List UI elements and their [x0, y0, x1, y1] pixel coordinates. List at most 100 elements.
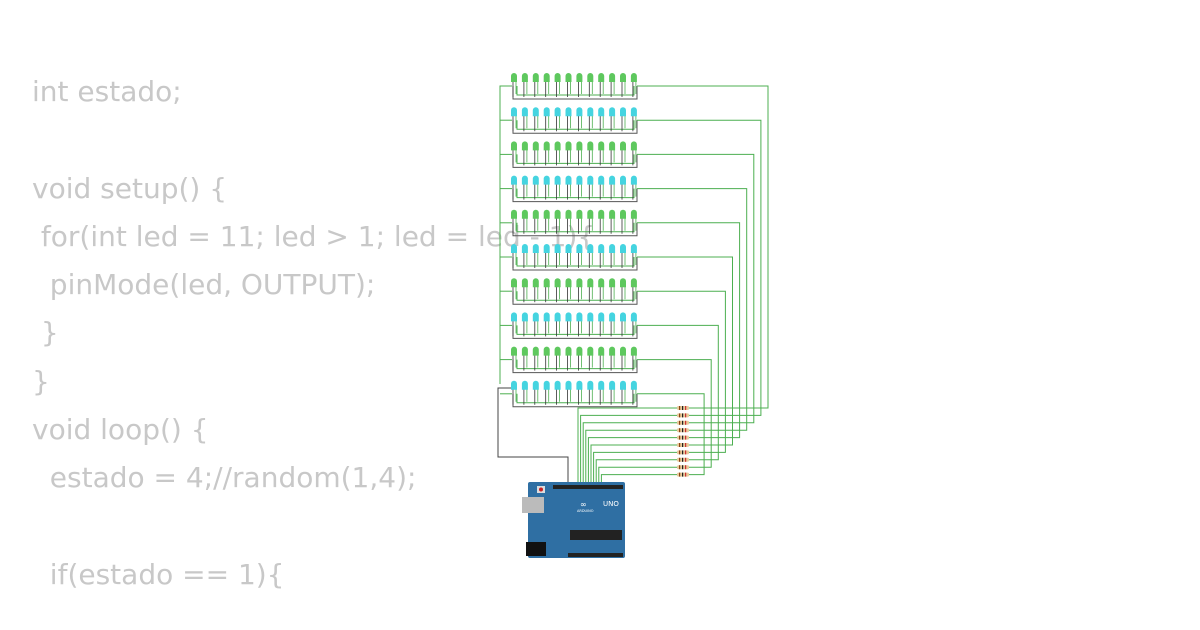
gnd-wire	[497, 387, 569, 485]
led-icon	[532, 175, 539, 185]
led-icon	[630, 278, 637, 288]
led-icon	[565, 141, 572, 151]
led-icon	[620, 107, 626, 117]
led-icon	[576, 175, 583, 185]
led-icon	[532, 346, 539, 356]
resistor-band	[682, 420, 684, 425]
led-icon	[532, 209, 539, 219]
wire	[577, 407, 677, 485]
wire	[516, 154, 635, 164]
led-icon	[620, 209, 626, 219]
led-icon	[620, 380, 626, 390]
led-icon	[543, 141, 550, 151]
resistor-band	[685, 406, 687, 410]
led-icon	[521, 73, 528, 82]
led-icon	[543, 312, 550, 322]
resistor-band	[679, 472, 681, 477]
wire	[499, 85, 512, 384]
led-icon	[630, 346, 637, 356]
led-icon	[587, 278, 594, 288]
led-icon	[532, 278, 539, 288]
resistor-band	[685, 428, 687, 433]
wire	[637, 85, 769, 409]
led-row	[500, 380, 705, 485]
board-label: UNO	[603, 500, 619, 508]
led-icon	[532, 312, 539, 322]
led-icon	[554, 209, 561, 219]
led-row	[500, 312, 719, 485]
led-icon	[521, 209, 528, 219]
wire	[595, 459, 677, 485]
wire	[512, 86, 638, 100]
resistor-band	[682, 435, 684, 440]
wire	[512, 325, 638, 339]
led-icon	[630, 244, 637, 253]
led-icon	[511, 175, 517, 185]
led-icon	[532, 107, 539, 117]
code-line: estado = 4;//random(1,4);	[32, 461, 417, 495]
led-row	[500, 346, 712, 485]
resistor-band	[682, 413, 684, 418]
led-icon	[576, 380, 583, 390]
led-icon	[521, 380, 528, 390]
resistor-band	[679, 443, 681, 447]
wire	[512, 359, 638, 374]
resistor-band	[679, 428, 681, 433]
code-line: int estado;	[32, 75, 182, 108]
led-icon	[587, 141, 594, 151]
led-icon	[576, 278, 583, 288]
led-icon	[565, 346, 572, 356]
led-icon	[576, 312, 583, 322]
led-icon	[598, 312, 605, 322]
power-jack-icon	[526, 542, 546, 556]
led-icon	[532, 244, 539, 253]
led-icon	[576, 244, 583, 253]
led-icon	[511, 312, 517, 322]
led-icon	[587, 107, 594, 117]
resistor-band	[685, 443, 687, 447]
led-icon	[620, 175, 626, 185]
led-row	[500, 278, 726, 485]
resistor-band	[685, 450, 687, 455]
led-icon	[587, 244, 594, 253]
led-row	[500, 244, 733, 485]
led-icon	[630, 107, 637, 117]
code-line: pinMode(led, OUTPUT);	[32, 268, 376, 302]
led-icon	[554, 244, 561, 253]
wire	[637, 222, 741, 439]
wire	[637, 119, 762, 416]
led-icon	[598, 380, 605, 390]
wire	[637, 324, 719, 461]
led-icon	[598, 278, 605, 288]
wire	[516, 291, 635, 301]
resistor-band	[679, 435, 681, 440]
led-icon	[609, 380, 616, 390]
led-icon	[620, 346, 626, 356]
wire	[582, 422, 677, 485]
wire	[637, 153, 755, 424]
led-icon	[543, 175, 550, 185]
wire	[637, 359, 712, 468]
resistor-band	[679, 413, 681, 418]
led-icon	[609, 107, 616, 117]
reset-button-icon	[539, 487, 543, 492]
led-icon	[554, 380, 561, 390]
led-icon	[521, 346, 528, 356]
code-line: if(estado == 1){	[32, 557, 285, 591]
led-icon	[576, 209, 583, 219]
led-icon	[598, 107, 605, 117]
led-icon	[630, 312, 637, 322]
resistor-band	[679, 457, 681, 462]
resistor-band	[679, 450, 681, 455]
resistor-band	[685, 465, 687, 470]
led-icon	[620, 73, 626, 82]
wire	[516, 257, 635, 267]
led-icon	[565, 244, 572, 253]
led-icon	[554, 346, 561, 356]
usb-port-icon	[522, 497, 544, 513]
resistor-band	[682, 406, 684, 410]
microcontroller-chip	[570, 530, 622, 540]
led-icon	[609, 175, 616, 185]
led-icon	[598, 209, 605, 219]
